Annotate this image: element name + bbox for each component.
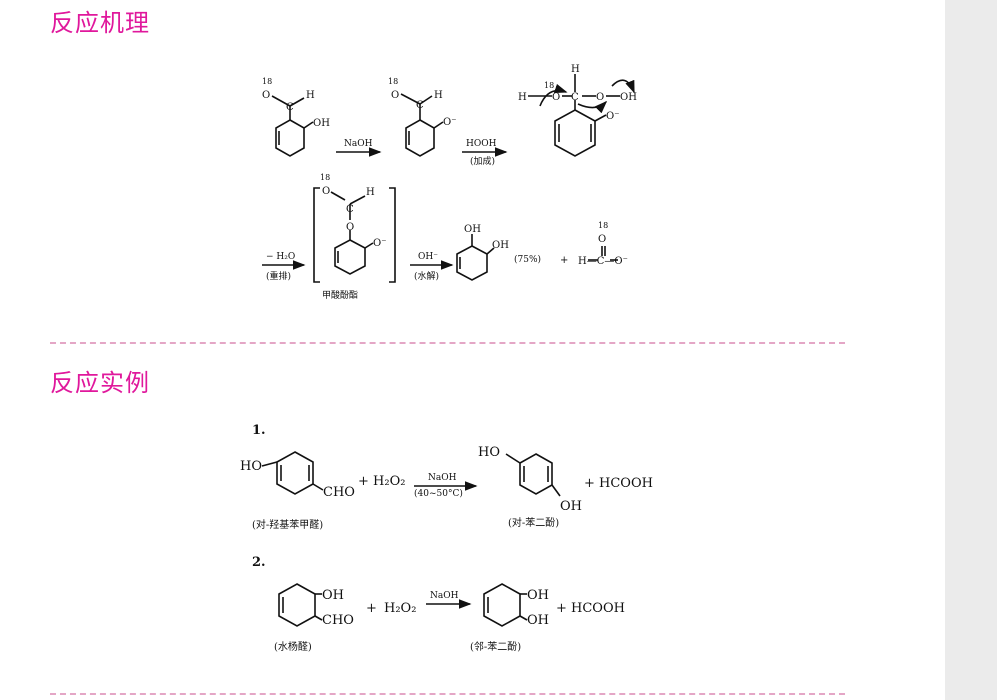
- group-o-minus: O⁻: [443, 117, 456, 128]
- electron-arrow-3: [611, 79, 635, 94]
- isotope-label-4: 18: [320, 173, 330, 182]
- ex1-temperature: (40~50°C): [414, 488, 463, 499]
- benzene-ring-ex2-reactant: [278, 583, 316, 627]
- reagent-note-addition: (加成): [470, 155, 495, 167]
- atom-h: H: [306, 90, 315, 101]
- benzene-ring-1: [275, 119, 305, 157]
- atom-h-2: H: [434, 90, 443, 101]
- reagent-naoh: NaOH: [344, 139, 373, 149]
- ex1-plus-h2o2: + H₂O₂: [358, 474, 405, 489]
- formate-ion: H—C—O⁻: [578, 256, 628, 267]
- ex2-reactant-name: (水杨醛): [274, 640, 312, 653]
- atom-c-2: C: [416, 100, 424, 111]
- group-oh: OH: [313, 118, 330, 129]
- atom-o-formate: O: [598, 234, 606, 245]
- atom-c: C: [286, 102, 294, 113]
- plus-sign: +: [560, 255, 568, 266]
- side-panel: [945, 0, 997, 700]
- isotope-label-2: 18: [388, 77, 398, 86]
- ex2-reagent-naoh: NaOH: [430, 591, 459, 601]
- atom-o-left: O: [552, 92, 560, 103]
- group-o-minus-2: O⁻: [606, 111, 619, 122]
- reagent-note-rearrangement: (重排): [266, 270, 291, 282]
- atom-h-ester: H: [366, 187, 375, 198]
- atom-o-ester-2: O: [346, 222, 354, 233]
- bracket-right: [389, 187, 396, 283]
- group-oh-p1: OH: [464, 224, 481, 235]
- yield-label: (75%): [514, 254, 541, 265]
- atom-c-center: C: [571, 92, 579, 103]
- electron-arrow-1: [539, 83, 568, 107]
- section-divider-2: [50, 693, 845, 695]
- group-oh-p2: OH: [492, 240, 509, 251]
- example-number-1: 1.: [252, 423, 266, 438]
- benzene-ring-3: [554, 109, 596, 157]
- slide-page: [0, 0, 945, 700]
- ex2-product-name: (邻-苯二酚): [470, 640, 521, 653]
- benzene-ring-ex2-product: [483, 583, 521, 627]
- ex1-cho: CHO: [323, 485, 355, 500]
- bracket-left: [313, 187, 320, 283]
- ex1-reagent-naoh: NaOH: [428, 473, 457, 483]
- benzene-ring-2: [405, 119, 435, 157]
- ex1-ho-product: HO: [478, 445, 500, 460]
- ex2-oh-reactant: OH: [322, 588, 344, 603]
- reagent-oh-minus: OH⁻: [418, 252, 438, 262]
- benzene-ring-4: [334, 239, 366, 275]
- isotope-label-1: 18: [262, 77, 272, 86]
- example-number-2: 2.: [252, 555, 266, 570]
- ex1-plus-hcooh: + HCOOH: [584, 476, 653, 491]
- ex1-oh-product: OH: [560, 499, 582, 514]
- benzene-ring-ex1-reactant: [276, 451, 314, 495]
- atom-h-left: H: [518, 92, 527, 103]
- ex1-ho-reactant: HO: [240, 459, 262, 474]
- reagent-note-hydrolysis: (水解): [414, 270, 439, 282]
- reagent-hooh: HOOH: [466, 139, 497, 149]
- ex1-reactant-name: (对-羟基苯甲醛): [252, 518, 323, 531]
- atom-o: O: [262, 90, 270, 101]
- isotope-label-3: 18: [544, 81, 554, 90]
- ex2-plus: +: [366, 601, 377, 616]
- atom-h-top: H: [571, 64, 580, 75]
- intermediate-name: 甲酸酚酯: [322, 290, 358, 301]
- atom-o-ester: O: [322, 186, 330, 197]
- isotope-label-5: 18: [598, 221, 608, 230]
- atom-o-2: O: [391, 90, 399, 101]
- atom-c-ester: C: [346, 204, 354, 215]
- ex2-h2o2: H₂O₂: [384, 601, 416, 616]
- atom-o-right: O: [596, 92, 604, 103]
- ex2-cho: CHO: [322, 613, 354, 628]
- group-o-minus-3: O⁻: [373, 238, 386, 249]
- ex2-oh1-product: OH: [527, 588, 549, 603]
- ex2-oh2-product: OH: [527, 613, 549, 628]
- ex2-plus-hcooh: + HCOOH: [556, 601, 625, 616]
- section-title-mechanism: 反应机理: [50, 9, 150, 37]
- reaction-scheme: 18 O C H OH NaOH 18 O C H O⁻ HOOH (加成) H…: [240, 64, 653, 653]
- benzene-ring-5: [456, 245, 488, 281]
- section-title-examples: 反应实例: [50, 369, 150, 397]
- reagent-minus-h2o: − H₂O: [266, 252, 295, 262]
- section-divider-1: [50, 342, 845, 344]
- ex1-product-name: (对-苯二酚): [508, 516, 559, 529]
- electron-arrow-2: [577, 100, 608, 114]
- group-oh-right: OH: [620, 92, 637, 103]
